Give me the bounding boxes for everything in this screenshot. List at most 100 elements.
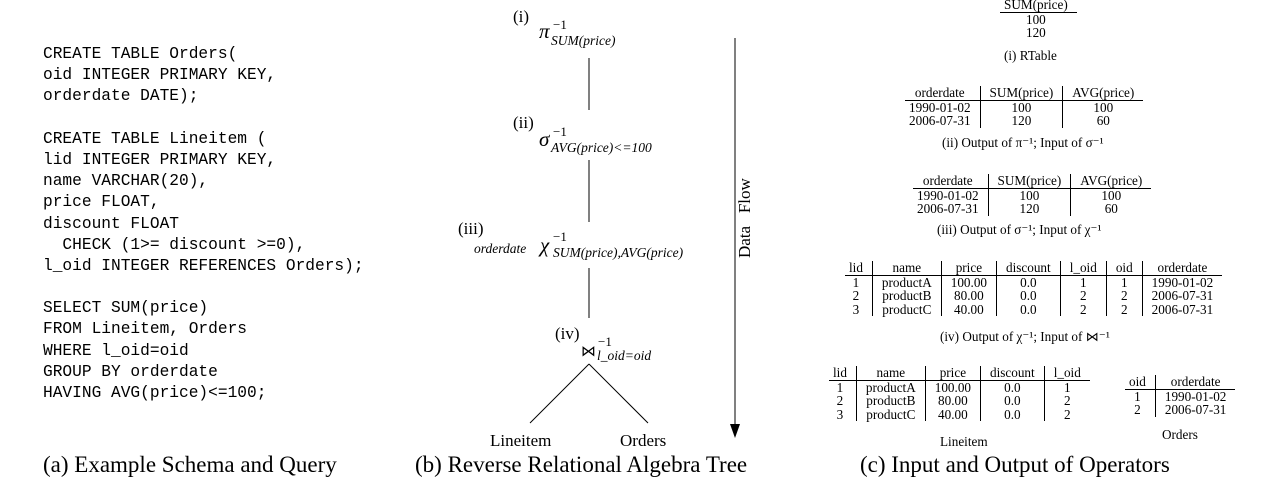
table-cell: 1 bbox=[845, 275, 873, 289]
table-cell: 100.00 bbox=[941, 275, 998, 289]
table-cell: 0.0 bbox=[996, 289, 1061, 303]
table-cell: 2 bbox=[1063, 406, 1071, 422]
sql-line: CHECK (1>= discount >=0), bbox=[43, 235, 306, 254]
table-iv-caption: (iv) Output of χ⁻¹; Input of ⋈⁻¹ bbox=[940, 329, 1110, 344]
sql-line: orderdate DATE); bbox=[43, 87, 199, 106]
table-cell: 2 bbox=[1060, 302, 1107, 316]
node-iv-symbol: ⋈ bbox=[581, 342, 596, 360]
table-cell: 1990-01-02 bbox=[905, 100, 981, 114]
column-header: orderdate bbox=[905, 86, 981, 101]
table-cell: 1 bbox=[1106, 275, 1143, 289]
table-cell: 120 bbox=[1025, 25, 1046, 40]
table-row: 100 bbox=[1000, 12, 1077, 26]
table-cell: 80.00 bbox=[925, 394, 982, 408]
table-cell: productC bbox=[872, 302, 942, 316]
leaf-orders: Orders bbox=[620, 431, 666, 450]
table-cell: 2 bbox=[1106, 302, 1143, 316]
node-i-sub: SUM(price) bbox=[551, 33, 616, 48]
column-header: AVG(price) bbox=[1070, 174, 1152, 189]
sql-line: WHERE l_oid=oid bbox=[43, 341, 189, 360]
node-iii-roman: (iii) bbox=[458, 219, 484, 238]
table-cell: 100 bbox=[1093, 99, 1114, 115]
table-cell: productC bbox=[856, 407, 926, 421]
table-cell: 1990-01-02 bbox=[913, 188, 989, 202]
table-cell: 100 bbox=[988, 188, 1072, 202]
table-cell: 1990-01-02 bbox=[1164, 388, 1227, 404]
sql-line: oid INTEGER PRIMARY KEY, bbox=[43, 66, 277, 85]
data-flow-arrowhead bbox=[730, 424, 740, 438]
sql-line: lid INTEGER PRIMARY KEY, bbox=[43, 150, 277, 169]
column-header: AVG(price) bbox=[1062, 86, 1144, 101]
column-header: orderdate bbox=[1155, 375, 1236, 390]
sql-line: price FLOAT, bbox=[43, 193, 160, 212]
table-cell: 3 bbox=[829, 407, 857, 421]
table-cell: 3 bbox=[845, 302, 873, 316]
column-header: l_oid bbox=[1060, 261, 1107, 276]
table-row: 120 bbox=[1000, 26, 1077, 40]
lineitem-caption: Lineitem bbox=[940, 434, 988, 449]
table-cell: 0.0 bbox=[980, 380, 1045, 394]
table-cell: 2006-07-31 bbox=[913, 202, 989, 216]
node-i-symbol: π bbox=[539, 19, 550, 43]
table-cell: 0.0 bbox=[996, 275, 1061, 289]
column-header: orderdate bbox=[1142, 261, 1223, 276]
column-header: lid bbox=[829, 366, 857, 381]
table-cell: 1 bbox=[829, 380, 857, 394]
sql-line: GROUP BY orderdate bbox=[43, 362, 218, 381]
table-cell: 1 bbox=[1060, 275, 1107, 289]
column-header: orderdate bbox=[913, 174, 989, 189]
table-cell: 2 bbox=[1106, 289, 1143, 303]
orders-caption: Orders bbox=[1162, 427, 1198, 442]
column-header: price bbox=[941, 261, 998, 276]
sql-line: l_oid INTEGER REFERENCES Orders); bbox=[43, 256, 364, 275]
table-cell: productA bbox=[856, 380, 926, 394]
table-cell: 100 bbox=[1025, 11, 1046, 27]
table-cell: 2006-07-31 bbox=[905, 114, 981, 128]
table-cell: 40.00 bbox=[941, 302, 998, 316]
table-cell: 2 bbox=[1063, 393, 1071, 408]
caption-b: (b) Reverse Relational Algebra Tree bbox=[415, 452, 748, 477]
leaf-lineitem: Lineitem bbox=[490, 431, 551, 450]
column-header: lid bbox=[845, 261, 873, 276]
edge-iv-lineitem bbox=[529, 363, 590, 424]
table-cell: 100 bbox=[980, 100, 1064, 114]
table-cell: 1 bbox=[1063, 379, 1071, 395]
caption-a: (a) Example Schema and Query bbox=[43, 452, 337, 477]
node-i-roman: (i) bbox=[513, 7, 529, 26]
sql-line: FROM Lineitem, Orders bbox=[43, 320, 247, 339]
table-cell: 100.00 bbox=[925, 380, 982, 394]
node-i-sup: −1 bbox=[553, 17, 567, 32]
table-cell: 0.0 bbox=[980, 394, 1045, 408]
node-iii-symbol: χ bbox=[538, 233, 550, 257]
table-ii-caption: (ii) Output of π⁻¹; Input of σ⁻¹ bbox=[942, 135, 1104, 150]
edge-iv-orders bbox=[588, 363, 649, 424]
table-cell: 2 bbox=[829, 394, 857, 408]
table-cell: 100 bbox=[1101, 187, 1122, 203]
rtable-caption: (i) RTable bbox=[1004, 48, 1057, 63]
table-cell: 0.0 bbox=[996, 302, 1061, 316]
column-header: SUM(price) bbox=[988, 174, 1072, 189]
sql-code-block: CREATE TABLE Orders( oid INTEGER PRIMARY … bbox=[43, 44, 364, 404]
table-cell: 1990-01-02 bbox=[1151, 274, 1214, 290]
table-cell: 120 bbox=[988, 202, 1072, 216]
node-iii-sup: −1 bbox=[553, 229, 567, 244]
column-header: discount bbox=[980, 366, 1045, 381]
table-cell: 40.00 bbox=[925, 407, 982, 421]
sql-line: CREATE TABLE Orders( bbox=[43, 45, 238, 63]
column-header: l_oid bbox=[1044, 366, 1090, 381]
node-iv-sub: l_oid=oid bbox=[597, 348, 651, 363]
